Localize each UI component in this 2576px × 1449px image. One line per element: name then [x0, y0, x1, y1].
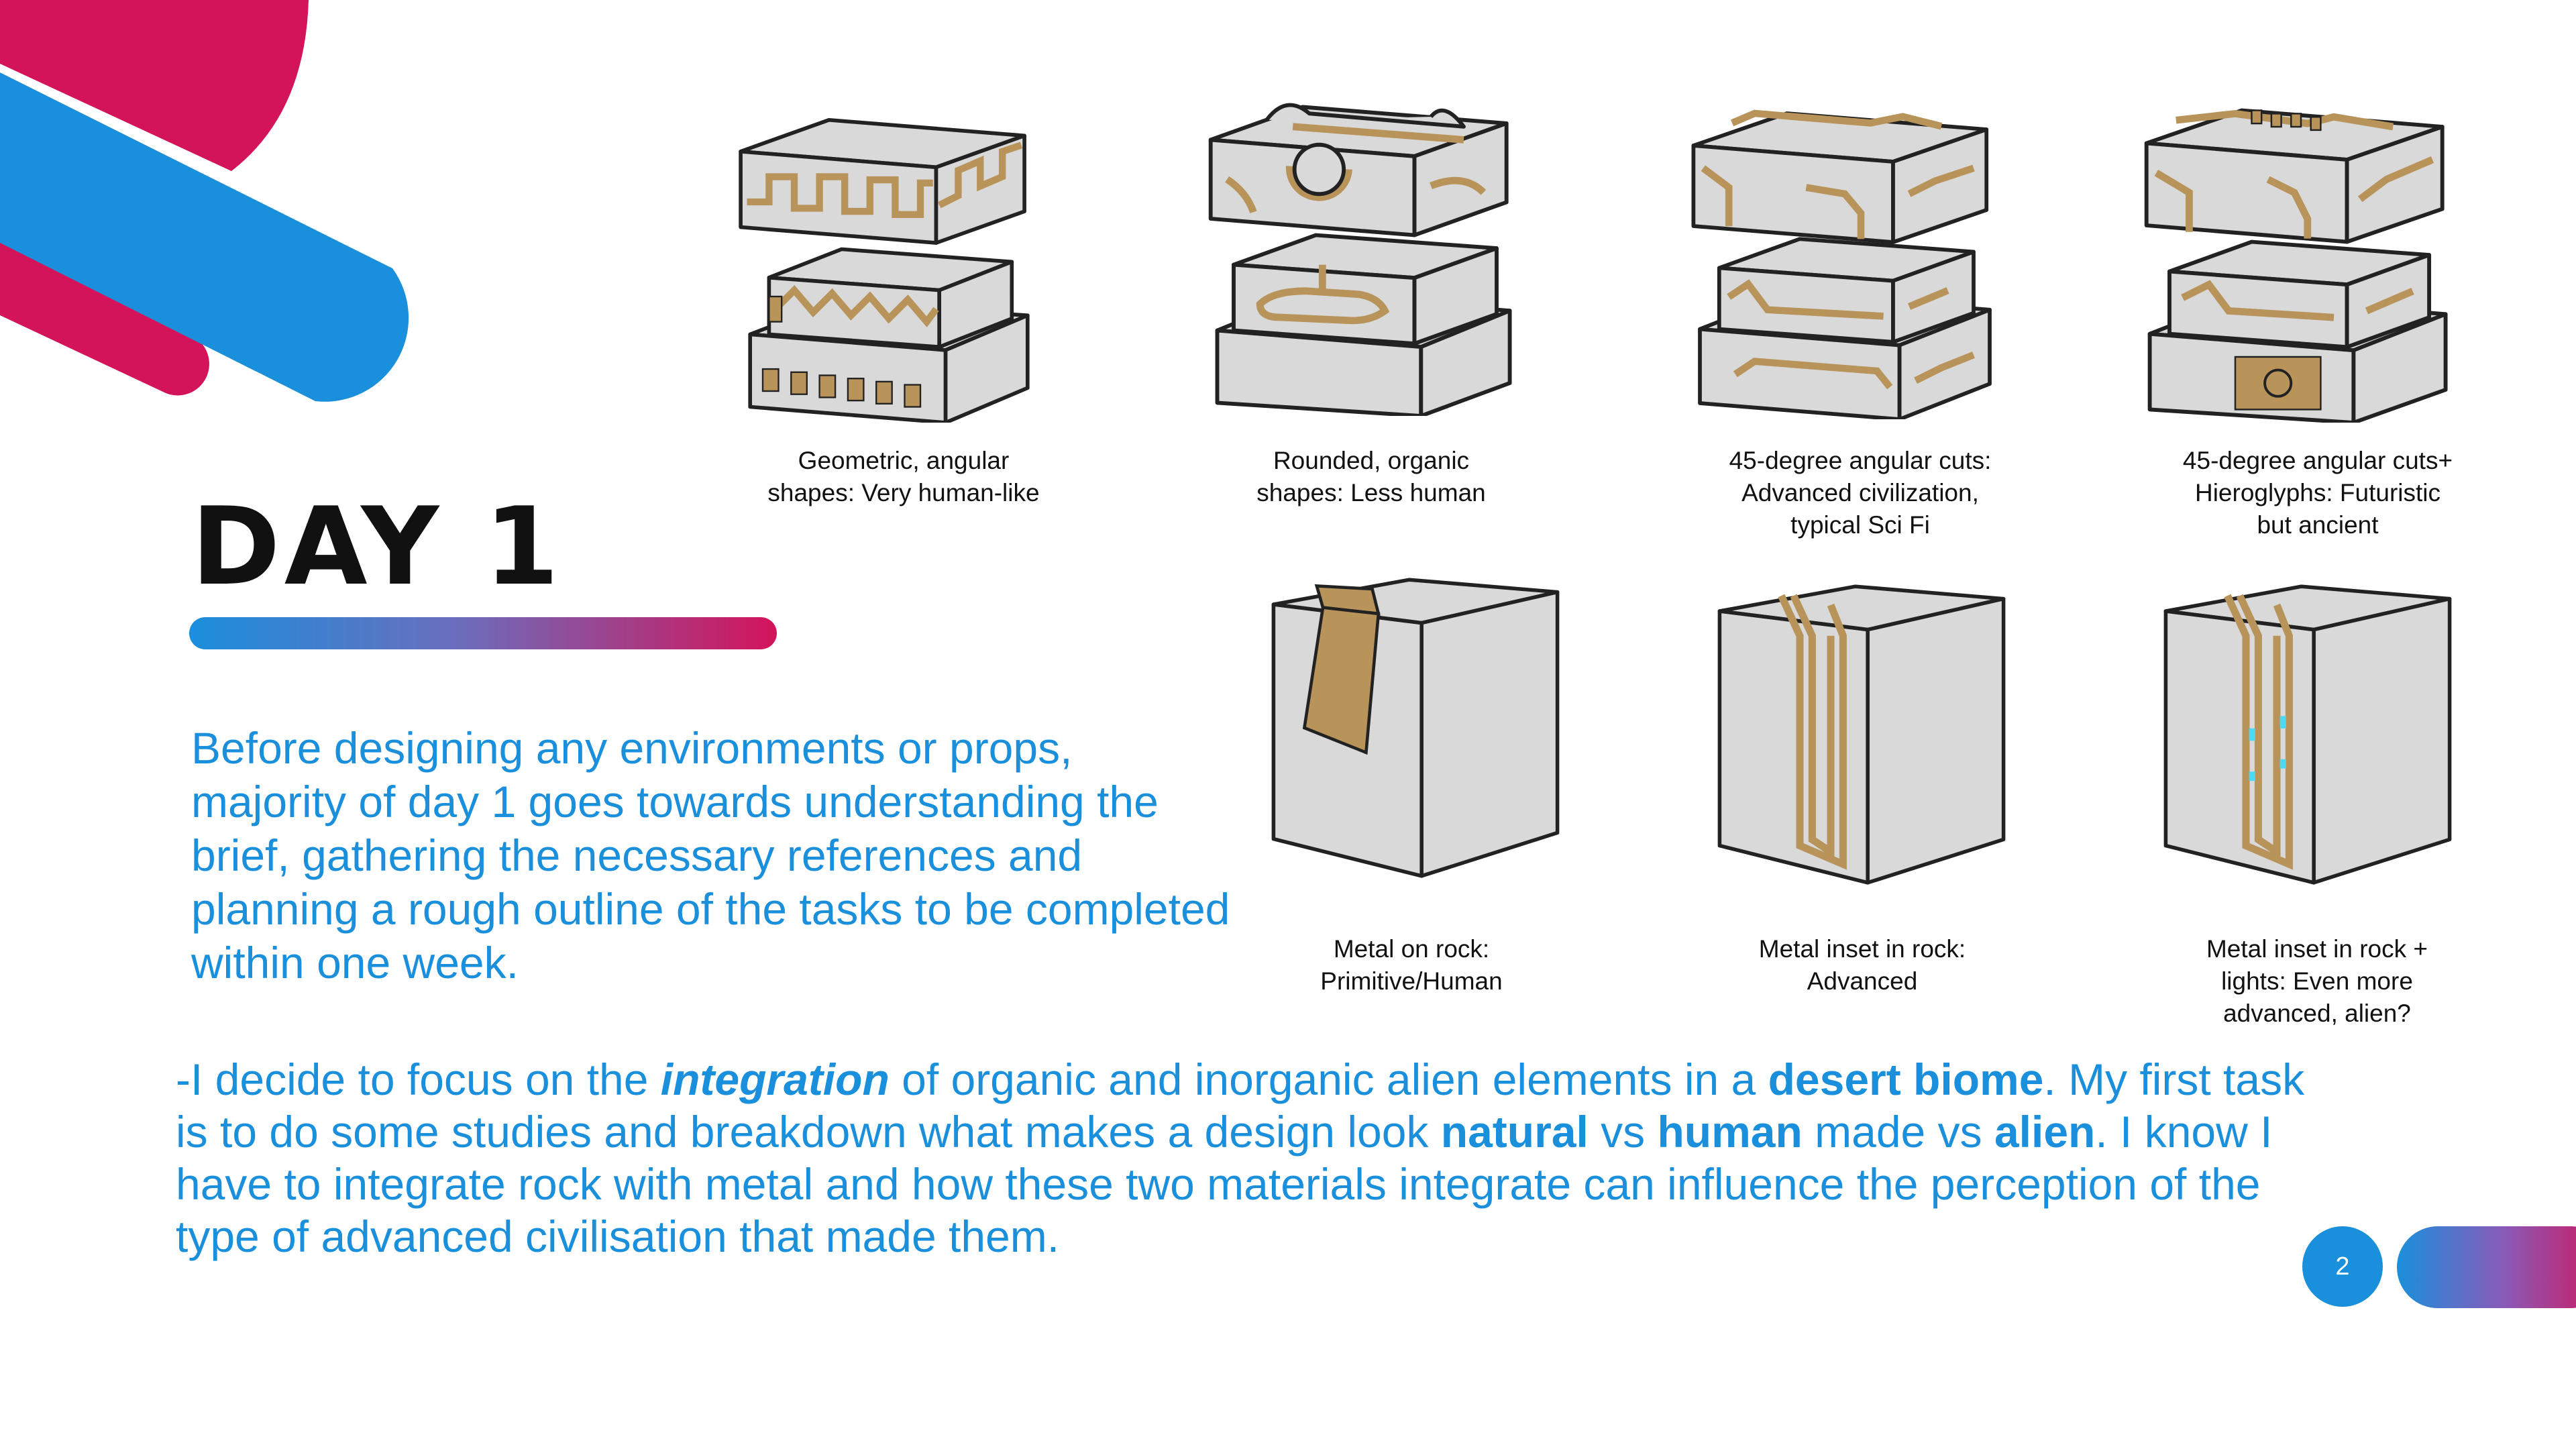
keyword-alien: alien	[1994, 1107, 2096, 1157]
cube-metal-inset-sketch	[1717, 584, 2006, 885]
pink-arc-shape	[0, 0, 309, 171]
page-number-badge: 2	[2302, 1226, 2383, 1307]
cube-metal-on-rock-sketch	[1271, 578, 1560, 878]
caption-metal-inset: Metal inset in rock: Advanced	[1758, 935, 1966, 995]
title-underline-bar	[189, 617, 777, 649]
keyword-desert-biome: desert biome	[1768, 1055, 2044, 1104]
caption-hieroglyphs: 45-degree angular cuts+ Hieroglyphs: Fut…	[2182, 447, 2453, 539]
intro-paragraph: Before designing any environments or pro…	[191, 723, 1230, 987]
cube-geometric-sketch	[739, 117, 1030, 423]
keyword-integration: integration	[660, 1055, 890, 1104]
page-number: 2	[2335, 1252, 2350, 1281]
keyword-human: human	[1657, 1107, 1803, 1157]
page-title: DAY 1	[191, 484, 564, 609]
cube-hieroglyph-sketch	[2144, 108, 2448, 423]
keyword-natural: natural	[1440, 1107, 1589, 1157]
blue-stripe-shape	[0, 72, 409, 402]
cube-rounded-sketch	[1208, 103, 1512, 416]
caption-metal-inset-lights: Metal inset in rock + lights: Even more …	[2206, 935, 2428, 1027]
corner-decoration	[0, 0, 409, 402]
body-paragraph: -I decide to focus on the integration of…	[176, 1055, 2305, 1261]
caption-metal-on-rock: Metal on rock: Primitive/Human	[1320, 935, 1503, 995]
bottom-right-gradient-bar	[2397, 1226, 2576, 1308]
cube-metal-inset-lights-sketch	[2163, 584, 2452, 885]
caption-rounded: Rounded, organic shapes: Less human	[1256, 447, 1486, 506]
pink-stripe-shape	[0, 238, 209, 396]
caption-geometric: Geometric, angular shapes: Very human-li…	[767, 447, 1040, 506]
cube-angular-cuts-sketch	[1691, 109, 1992, 419]
caption-angular-cuts: 45-degree angular cuts: Advanced civiliz…	[1729, 447, 1992, 539]
